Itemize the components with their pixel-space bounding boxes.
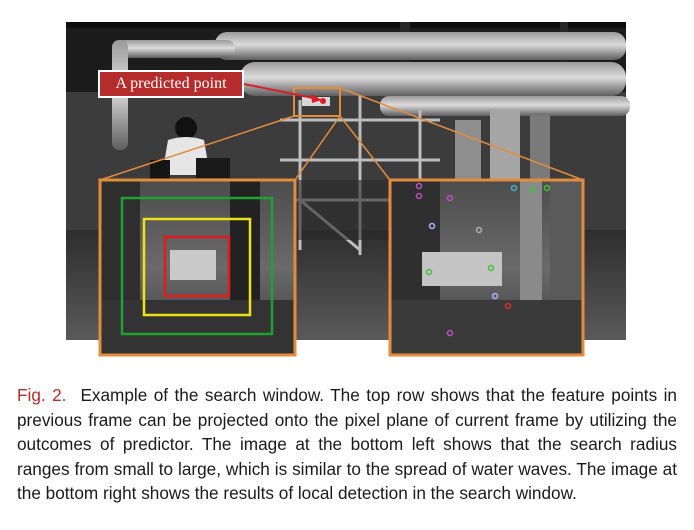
zoomed-target-right [422, 252, 502, 286]
prediction-window [293, 87, 341, 117]
figure-caption: Fig. 2.Example of the search window. The… [17, 383, 677, 506]
zoom-panel-left [98, 178, 297, 357]
predicted-point-callout: A predicted point [98, 70, 244, 98]
figure: A predicted point [66, 22, 630, 357]
zoom-panel-right [388, 178, 585, 357]
search-ring-medium [142, 217, 252, 317]
zoomed-target-left [170, 250, 216, 280]
zoom-guide-left [99, 115, 295, 181]
person-with-laptop [150, 117, 230, 182]
search-ring-small [163, 235, 231, 298]
factory-photo [66, 22, 630, 357]
callout-arrow [243, 83, 319, 100]
predicted-point-marker [320, 98, 326, 104]
caption-text: Example of the search window. The top ro… [17, 385, 677, 503]
detected-feature-points [415, 182, 551, 337]
figure-label: Fig. 2. [17, 385, 67, 405]
zoom-frame-left [98, 178, 297, 357]
search-ring-large [120, 196, 274, 336]
zoom-frame-right [388, 178, 585, 357]
zoom-guide-right [339, 87, 584, 181]
